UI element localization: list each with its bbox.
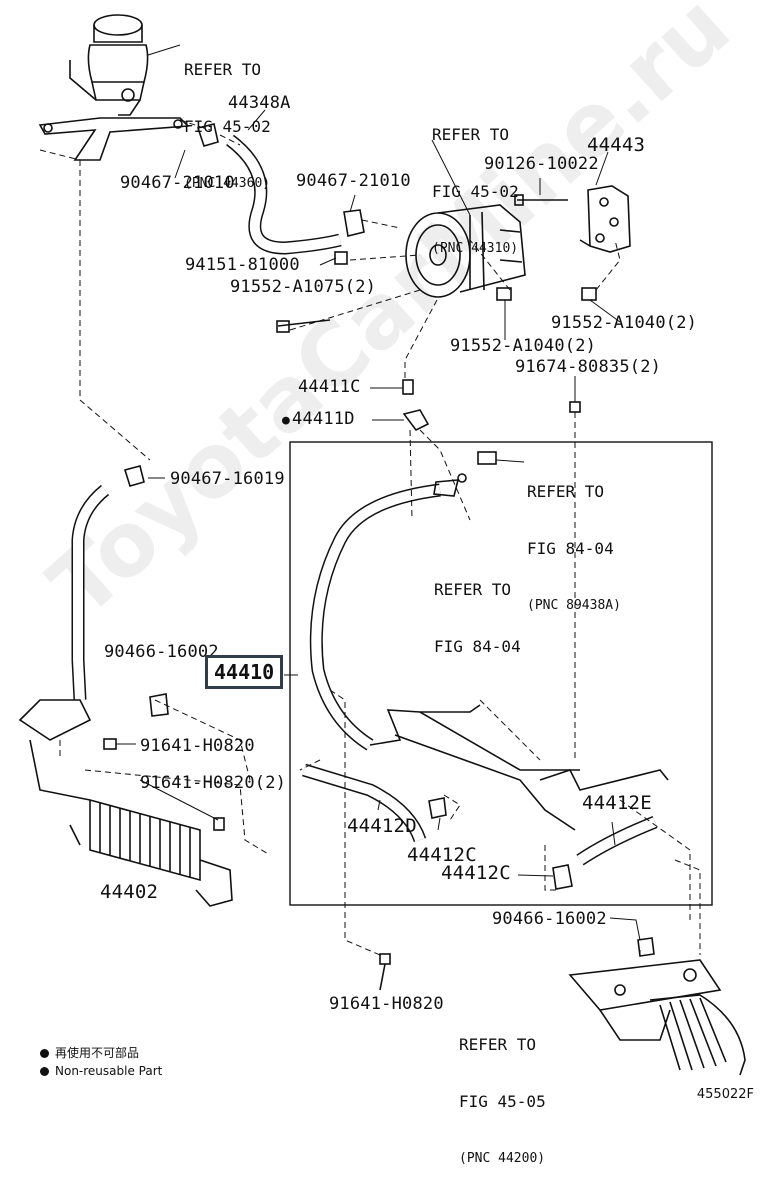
part-91552-a1040-center[interactable]: 91552-A1040(2) <box>450 336 597 356</box>
part-91552-a1075[interactable]: 91552-A1075(2) <box>230 277 377 297</box>
part-90467-16019[interactable]: 90467-16019 <box>170 469 285 489</box>
part-44411c[interactable]: 44411C <box>298 377 361 397</box>
part-44410[interactable]: 44410 <box>205 655 284 689</box>
part-90466-16002-right[interactable]: 90466-16002 <box>492 909 607 929</box>
ref-switch: REFER TO FIG 84-04 <box>434 580 521 656</box>
part-44411d[interactable]: 44411D <box>282 410 355 430</box>
ref-sensor: REFER TO FIG 84-04 (PNC 89438A) <box>527 482 621 613</box>
part-44412c-upper[interactable]: 44412C <box>407 844 477 866</box>
part-44412e[interactable]: 44412E <box>582 792 652 814</box>
part-91641-h0820-2[interactable]: 91641-H0820(2) <box>140 773 287 793</box>
legend-en: Non-reusable Part <box>40 1064 162 1078</box>
part-90126-10022[interactable]: 90126-10022 <box>484 154 599 174</box>
part-44412d[interactable]: 44412D <box>347 815 417 837</box>
part-44443[interactable]: 44443 <box>587 134 646 156</box>
part-90466-16002-left[interactable]: 90466-16002 <box>104 642 219 662</box>
part-44412c-lower[interactable]: 44412C <box>441 862 511 884</box>
legend-jp: 再使用不可部品 <box>40 1044 139 1061</box>
bracket-44443-drawing <box>579 185 631 253</box>
part-91641-h0820-upper[interactable]: 91641-H0820 <box>140 736 255 756</box>
parts-diagram-drawing <box>18 14 746 1076</box>
bullet-icon <box>40 1049 49 1058</box>
pump-drawing <box>405 204 526 298</box>
part-44402[interactable]: 44402 <box>100 881 159 903</box>
assembly-44410-box <box>289 441 713 906</box>
ref-reservoir: REFER TO FIG 45-02 (PNC 44360) <box>184 60 271 191</box>
cooler-44402-drawing <box>18 699 233 907</box>
bullet-icon <box>40 1067 49 1076</box>
part-90467-21010-left[interactable]: 90467-21010 <box>120 173 235 193</box>
ref-steering-gear: REFER TO FIG 45-05 (PNC 44200) <box>459 1035 546 1166</box>
figure-id: 455022F <box>696 1087 754 1102</box>
reservoir-drawing <box>38 14 190 161</box>
part-94151-81000[interactable]: 94151-81000 <box>185 255 300 275</box>
steering-gear-drawing <box>568 959 746 1076</box>
part-91674-80835[interactable]: 91674-80835(2) <box>515 357 662 377</box>
part-91552-a1040-right[interactable]: 91552-A1040(2) <box>551 313 698 333</box>
part-44348a[interactable]: 44348A <box>228 93 291 113</box>
part-91641-h0820-lower[interactable]: 91641-H0820 <box>329 994 444 1014</box>
part-90467-21010-right[interactable]: 90467-21010 <box>296 171 411 191</box>
ref-pump: REFER TO FIG 45-02 (PNC 44310) <box>432 125 519 256</box>
